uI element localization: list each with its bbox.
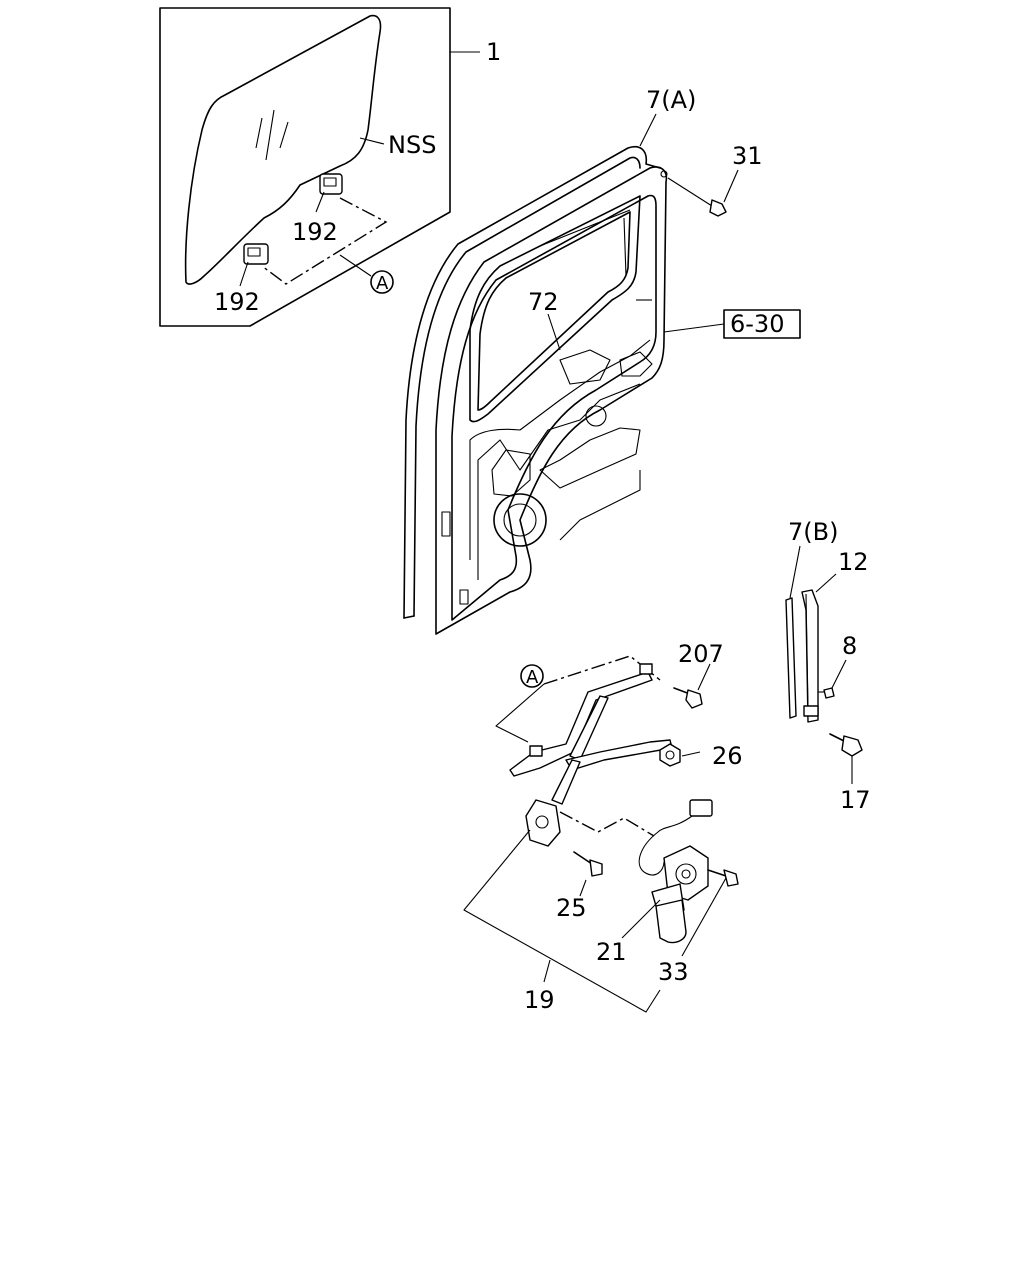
- callout-nss: NSS: [388, 131, 436, 159]
- door-glass-icon: [184, 14, 382, 285]
- svg-text:A: A: [376, 273, 389, 294]
- callout-motor-21: 21: [596, 938, 627, 966]
- callout-screw-33: 33: [658, 958, 689, 986]
- callout-bolt-207: 207: [678, 640, 724, 668]
- bolt-207-icon: [673, 663, 711, 709]
- callout-screw-25: 25: [556, 894, 587, 922]
- callout-ref-6-30: 6-30: [730, 310, 784, 338]
- callout-glass-1: 1: [486, 38, 501, 66]
- callout-channel-12: 12: [838, 548, 869, 576]
- nut-26-icon: [659, 743, 701, 767]
- callout-screw-31: 31: [732, 142, 763, 170]
- door-panel-icon: [403, 113, 725, 635]
- callout-nut-26: 26: [712, 742, 743, 770]
- glass-inset: [159, 7, 480, 327]
- clip-192-lower-icon: [243, 243, 269, 265]
- screw-31-icon: [667, 169, 739, 217]
- screw-8-icon: [823, 687, 835, 699]
- screw-25-icon: [573, 851, 603, 897]
- svg-text:A: A: [526, 667, 539, 688]
- window-regulator-icon: [463, 655, 711, 1013]
- callout-weatherstrip-7a: 7(A): [646, 86, 696, 114]
- ref-box-6-30: [723, 309, 801, 339]
- clip-192-upper-icon: [319, 173, 343, 195]
- callout-bolt-17: 17: [840, 786, 871, 814]
- rear-channel-group: [785, 545, 863, 784]
- callout-screw-8: 8: [842, 632, 857, 660]
- callout-regulator-assy-19: 19: [524, 986, 555, 1014]
- callout-clip-192-upper: 192: [292, 218, 338, 246]
- callout-weatherstrip-7b: 7(B): [788, 518, 838, 546]
- ref-circle-a-regulator: A: [520, 664, 544, 688]
- bolt-17-icon: [829, 733, 863, 784]
- callout-trim-72: 72: [528, 288, 559, 316]
- ref-circle-a-glass: A: [370, 270, 394, 294]
- callout-clip-192-lower: 192: [214, 288, 260, 316]
- regulator-motor-icon: [621, 799, 739, 957]
